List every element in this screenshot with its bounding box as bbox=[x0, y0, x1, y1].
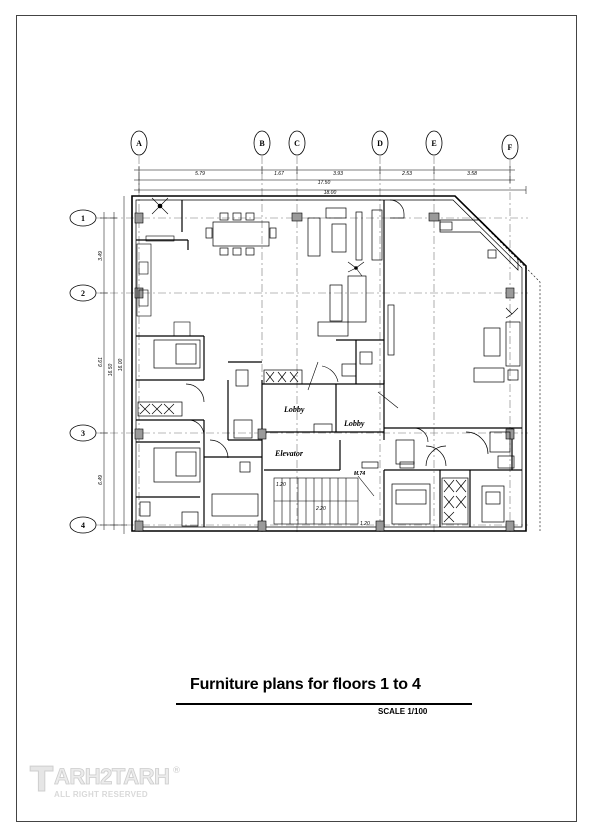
dim-top-mid: 17.50 bbox=[318, 180, 331, 186]
dining-table bbox=[205, 212, 277, 256]
structural-columns bbox=[134, 212, 515, 532]
dim-top-4: 2.53 bbox=[401, 171, 412, 177]
logo-subtitle: ALL RIGHT RESERVED bbox=[54, 790, 149, 799]
dim-top-2: 1.67 bbox=[274, 171, 284, 177]
top-dimension-lines bbox=[134, 166, 527, 194]
title-underline bbox=[176, 703, 472, 705]
living-furniture bbox=[307, 207, 395, 377]
dim-left-3: 6.49 bbox=[98, 475, 104, 485]
logo-brand: ARH2TARH bbox=[54, 764, 171, 790]
stair-tag: M.74 bbox=[354, 471, 365, 477]
logo-registered: ® bbox=[172, 766, 181, 776]
dim-top-5: 3.58 bbox=[467, 171, 477, 177]
grid-label-C: C bbox=[294, 139, 300, 148]
exterior-walls bbox=[131, 195, 527, 532]
logo-t-glyph: T bbox=[29, 760, 54, 801]
grid-label-3: 3 bbox=[81, 429, 85, 438]
dim-left-total-2: 16.00 bbox=[118, 359, 124, 372]
watermark-logo: T ARH2TARH ALL RIGHT RESERVED ® bbox=[29, 760, 190, 810]
dim-top-3: 3.93 bbox=[333, 171, 343, 177]
grid-axes bbox=[94, 156, 528, 532]
dim-left-1: 3.49 bbox=[98, 251, 104, 261]
grid-label-1: 1 bbox=[81, 214, 85, 223]
grid-label-B: B bbox=[259, 139, 265, 148]
drawing-title: Furniture plans for floors 1 to 4 bbox=[190, 676, 421, 693]
grid-label-A: A bbox=[136, 139, 142, 148]
right-living-furniture bbox=[473, 307, 521, 383]
kitchen-left bbox=[136, 235, 191, 337]
bedroom-right-lower bbox=[391, 427, 515, 525]
fan-symbol-1 bbox=[151, 197, 169, 215]
dim-top-overall: 18.00 bbox=[324, 190, 337, 196]
bedroom-left-lower bbox=[139, 419, 205, 527]
stair-dim-1: 1.20 bbox=[276, 482, 286, 488]
stairwell bbox=[273, 477, 359, 525]
grid-label-D: D bbox=[377, 139, 383, 148]
door-swings bbox=[307, 361, 399, 497]
grid-label-2: 2 bbox=[81, 289, 85, 298]
bedroom-left-upper bbox=[137, 339, 205, 417]
dim-left-2: 6.61 bbox=[98, 357, 104, 367]
right-kitchen bbox=[389, 199, 519, 271]
interior-walls bbox=[136, 200, 522, 527]
sheet-border bbox=[16, 15, 577, 822]
balcony-edge bbox=[454, 195, 541, 531]
stair-dim-3: 1.20 bbox=[360, 521, 370, 527]
grid-label-E: E bbox=[431, 139, 436, 148]
stair-dim-2: 2.20 bbox=[315, 506, 326, 512]
lobby-label-1: Lobby bbox=[283, 405, 305, 414]
grid-label-4: 4 bbox=[81, 521, 85, 530]
dim-top-1: 5.79 bbox=[195, 171, 205, 177]
bathroom-left bbox=[209, 369, 259, 517]
column-bubbles bbox=[130, 130, 519, 160]
plant-symbol bbox=[347, 261, 365, 277]
lobby-label-2: Lobby bbox=[343, 419, 365, 428]
row-bubbles bbox=[69, 209, 97, 534]
drawing-scale: SCALE 1/100 bbox=[378, 707, 428, 716]
elevator-label: Elevator bbox=[274, 449, 304, 458]
grid-label-F: F bbox=[508, 143, 513, 152]
lobby-storage bbox=[263, 369, 379, 469]
dim-left-total-1: 16.50 bbox=[108, 364, 114, 377]
left-dimension-lines bbox=[100, 196, 127, 534]
